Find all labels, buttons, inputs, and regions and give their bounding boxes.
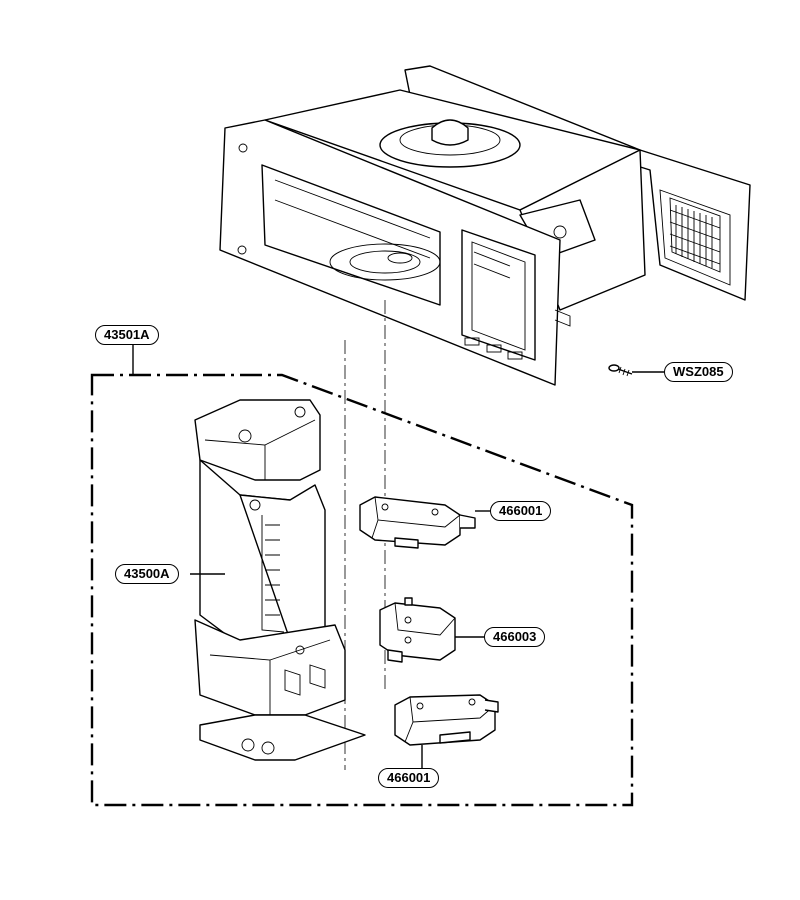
part-label-latch: 43500A (115, 564, 179, 584)
part-label-switch-bottom: 466001 (378, 768, 440, 788)
microswitch-bottom (394, 694, 499, 746)
screw (608, 364, 633, 377)
oven-cavity-assembly (219, 65, 751, 386)
part-label-assembly: 43501A (95, 325, 159, 345)
microswitch-top (359, 496, 476, 549)
part-label-switch-top: 466001 (490, 501, 552, 521)
part-label-switch-middle: 466003 (484, 627, 546, 647)
door-latch (194, 399, 366, 761)
assembly-boundary (90, 373, 634, 807)
part-label-screw: WSZ085 (664, 362, 733, 382)
turntable-motor (379, 119, 521, 168)
microswitch-middle (379, 597, 456, 663)
vent-grille (669, 197, 721, 273)
